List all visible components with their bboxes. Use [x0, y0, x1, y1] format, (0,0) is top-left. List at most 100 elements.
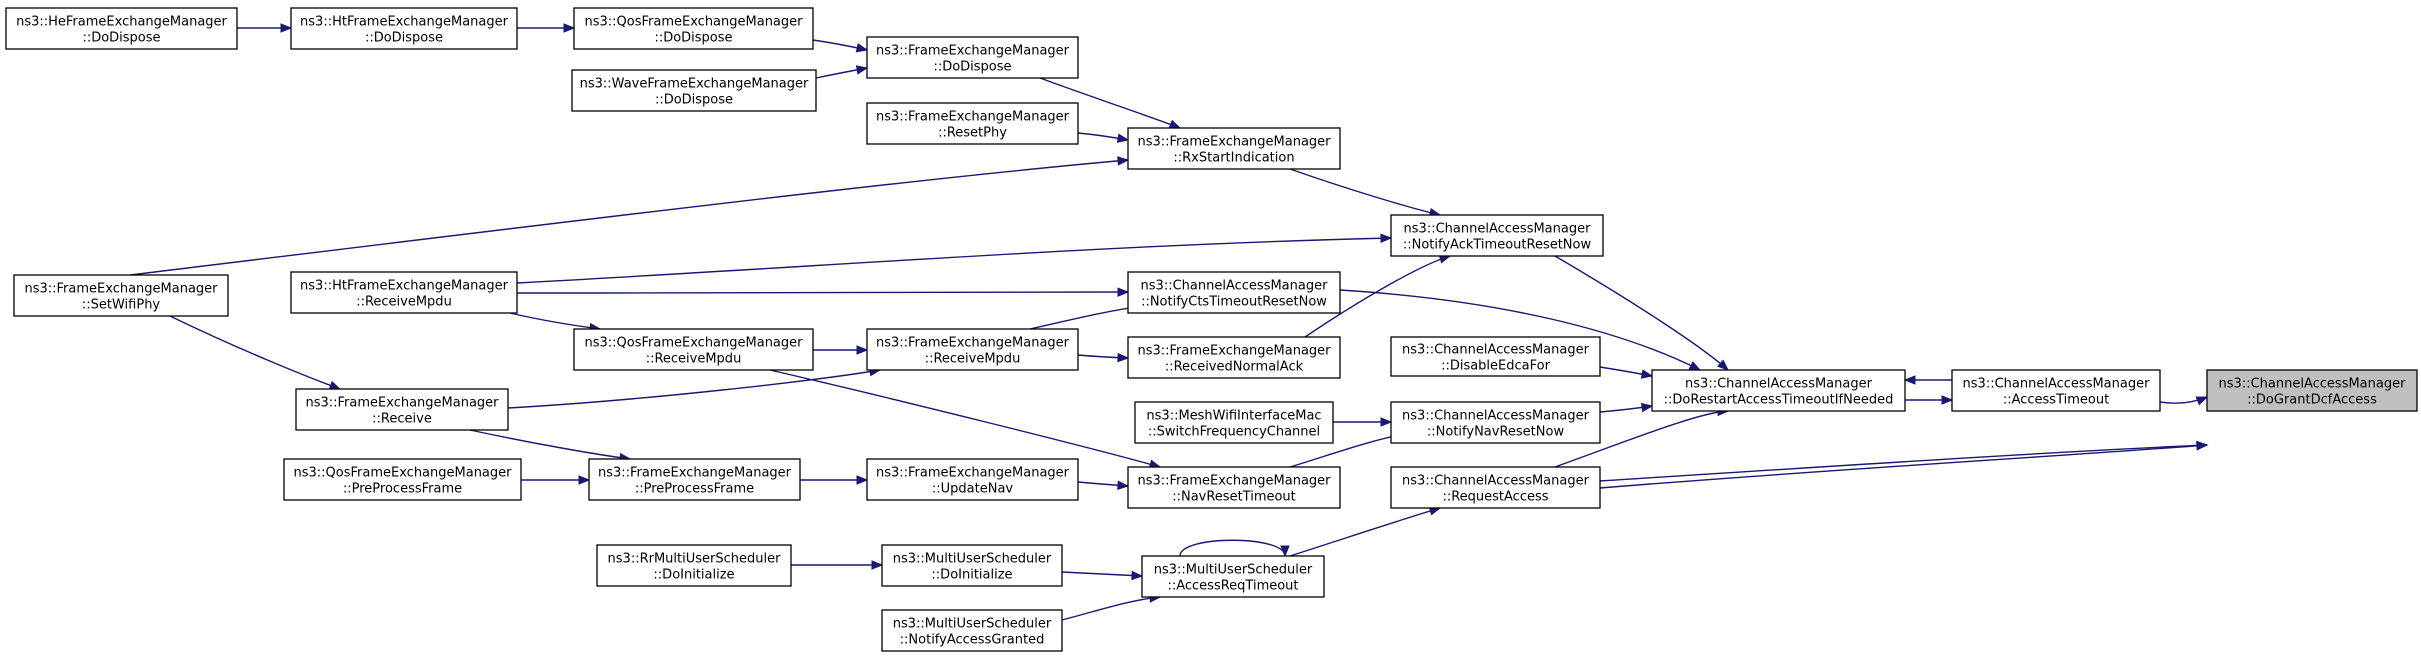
node-class-label: ns3::ChannelAccessManager: [1402, 409, 1590, 424]
node-method-label: ::DisableEdcaFor: [1441, 359, 1551, 374]
node-method-label: ::DoDispose: [82, 31, 160, 46]
arrowhead-icon: [563, 23, 576, 33]
edge-accessReq-to-requestAccess: [1289, 506, 1442, 557]
node-class-label: ns3::FrameExchangeManager: [876, 44, 1070, 59]
node-box: [2206, 369, 2418, 412]
node-qosPreProcess[interactable]: ns3::QosFrameExchangeManager::PreProcess…: [283, 458, 522, 501]
node-notifyCts[interactable]: ns3::ChannelAccessManager::NotifyCtsTime…: [1127, 271, 1341, 314]
edge-line: [1599, 444, 2208, 489]
node-box: [1651, 369, 1906, 412]
arrowhead-icon: [1640, 402, 1654, 413]
node-notifyAccessGranted[interactable]: ns3::MultiUserScheduler::NotifyAccessGra…: [881, 609, 1063, 652]
edge-line: [469, 429, 631, 460]
edge-line: [1061, 571, 1143, 577]
edge-muDoInit-to-accessReq: [1061, 570, 1144, 581]
node-box: [290, 7, 518, 50]
node-resetPhy[interactable]: ns3::FrameExchangeManager::ResetPhy: [866, 102, 1079, 145]
node-box: [881, 544, 1063, 587]
node-method-label: ::DoDispose: [933, 60, 1011, 75]
edge-notifyAck-to-doRestart: [1554, 255, 1730, 371]
edge-feReceiveMpdu-to-receivedNormalAck: [1077, 352, 1130, 363]
node-preProcess[interactable]: ns3::FrameExchangeManager::PreProcessFra…: [588, 458, 801, 501]
node-rrDoInit[interactable]: ns3::RrMultiUserScheduler::DoInitialize: [596, 544, 792, 587]
node-accessReq[interactable]: ns3::MultiUserScheduler::AccessReqTimeou…: [1141, 555, 1325, 598]
arrowhead-icon: [856, 345, 869, 355]
node-method-label: ::NotifyCtsTimeoutResetNow: [1141, 295, 1327, 310]
node-class-label: ns3::MeshWifiInterfaceMac: [1146, 409, 1321, 424]
edge-line: [1339, 289, 1701, 371]
node-heDoDispose[interactable]: ns3::HeFrameExchangeManager::DoDispose: [5, 7, 238, 50]
node-class-label: ns3::ChannelAccessManager: [1402, 343, 1590, 358]
node-disableEdca[interactable]: ns3::ChannelAccessManager::DisableEdcaFo…: [1390, 336, 1601, 377]
node-class-label: ns3::FrameExchangeManager: [1137, 474, 1331, 489]
node-notifyAck[interactable]: ns3::ChannelAccessManager::NotifyAckTime…: [1390, 214, 1604, 257]
node-muDoInit[interactable]: ns3::MultiUserScheduler::DoInitialize: [881, 544, 1063, 587]
node-accessTimeout[interactable]: ns3::ChannelAccessManager::AccessTimeout: [1951, 369, 2161, 412]
node-box: [571, 69, 817, 112]
node-method-label: ::Receive: [372, 412, 432, 427]
edge-line: [516, 237, 1392, 284]
edge-heDoDispose-to-htDoDispose: [237, 23, 293, 33]
node-htReceiveMpdu[interactable]: ns3::HtFrameExchangeManager::ReceiveMpdu: [290, 271, 518, 314]
node-class-label: ns3::WaveFrameExchangeManager: [580, 77, 809, 92]
node-doGrant[interactable]: ns3::ChannelAccessManager::DoGrantDcfAcc…: [2206, 369, 2418, 412]
node-updateNav[interactable]: ns3::FrameExchangeManager::UpdateNav: [866, 458, 1079, 501]
node-box: [1127, 336, 1341, 379]
edge-setWifiPhy-to-rxStart: [129, 156, 1130, 276]
edge-meshSwitch-to-notifyNav: [1332, 417, 1393, 427]
arrowhead-icon: [280, 23, 293, 33]
node-notifyNav[interactable]: ns3::ChannelAccessManager::NotifyNavRese…: [1390, 401, 1601, 444]
node-htDoDispose[interactable]: ns3::HtFrameExchangeManager::DoDispose: [290, 7, 518, 50]
node-box: [283, 458, 522, 501]
arrowhead-icon: [1380, 233, 1393, 243]
node-class-label: ns3::HtFrameExchangeManager: [300, 15, 509, 30]
edge-resetPhy-to-rxStart: [1077, 132, 1130, 143]
edge-updateNav-to-navReset: [1077, 480, 1130, 490]
node-box: [588, 458, 801, 501]
node-box: [866, 328, 1079, 371]
node-class-label: ns3::HtFrameExchangeManager: [300, 279, 509, 294]
node-waveDoDispose[interactable]: ns3::WaveFrameExchangeManager::DoDispose: [571, 69, 817, 112]
node-feReceiveMpdu[interactable]: ns3::FrameExchangeManager::ReceiveMpdu: [866, 328, 1079, 371]
node-navReset[interactable]: ns3::FrameExchangeManager::NavResetTimeo…: [1127, 466, 1341, 509]
node-method-label: ::ReceiveMpdu: [356, 295, 452, 310]
edge-preProcess-to-updateNav: [800, 475, 869, 485]
edge-doRestart-to-accessTimeout: [1905, 395, 1954, 405]
node-class-label: ns3::FrameExchangeManager: [876, 466, 1070, 481]
node-rxStart[interactable]: ns3::FrameExchangeManager::RxStartIndica…: [1127, 127, 1341, 170]
node-qosDoDispose[interactable]: ns3::QosFrameExchangeManager::DoDispose: [573, 7, 814, 50]
node-doRestart[interactable]: ns3::ChannelAccessManager::DoRestartAcce…: [1651, 369, 1906, 412]
node-class-label: ns3::FrameExchangeManager: [598, 466, 792, 481]
edge-rxStart-to-notifyAck: [1289, 168, 1442, 218]
node-meshSwitch[interactable]: ns3::MeshWifiInterfaceMac::SwitchFrequen…: [1134, 401, 1334, 444]
node-box: [5, 7, 238, 50]
arrowhead-icon: [855, 43, 869, 53]
node-method-label: ::PreProcessFrame: [635, 482, 754, 497]
arrowhead-icon: [871, 560, 884, 570]
edge-accessReq-to-accessReq: [1179, 539, 1290, 558]
node-class-label: ns3::MultiUserScheduler: [893, 617, 1052, 632]
node-requestAccess[interactable]: ns3::ChannelAccessManager::RequestAccess: [1390, 466, 1601, 509]
node-class-label: ns3::ChannelAccessManager: [1963, 377, 2151, 392]
node-method-label: ::DoInitialize: [931, 568, 1012, 583]
edge-receive-to-feReceiveMpdu: [507, 367, 882, 409]
node-class-label: ns3::MultiUserScheduler: [1154, 563, 1313, 578]
edge-line: [1061, 596, 1161, 621]
node-method-label: ::UpdateNav: [932, 482, 1014, 497]
node-box: [866, 36, 1079, 79]
node-class-label: ns3::FrameExchangeManager: [305, 396, 499, 411]
node-receive[interactable]: ns3::FrameExchangeManager::Receive: [295, 388, 509, 431]
node-method-label: ::DoDispose: [365, 31, 443, 46]
node-qosReceiveMpdu[interactable]: ns3::QosFrameExchangeManager::ReceiveMpd…: [573, 328, 814, 371]
edge-qosReceiveMpdu-to-navReset: [769, 369, 1162, 469]
edge-accessTimeout-to-doRestart: [1903, 375, 1953, 385]
node-receivedNormalAck[interactable]: ns3::FrameExchangeManager::ReceivedNorma…: [1127, 336, 1341, 379]
edge-disableEdca-to-doRestart: [1599, 366, 1654, 379]
arrowhead-icon: [1116, 133, 1130, 143]
node-feDoDispose[interactable]: ns3::FrameExchangeManager::DoDispose: [866, 36, 1079, 79]
node-box: [573, 7, 814, 50]
node-setWifiPhy[interactable]: ns3::FrameExchangeManager::SetWifiPhy: [13, 274, 229, 317]
edge-line: [769, 369, 1161, 468]
arrowhead-icon: [1117, 156, 1130, 166]
